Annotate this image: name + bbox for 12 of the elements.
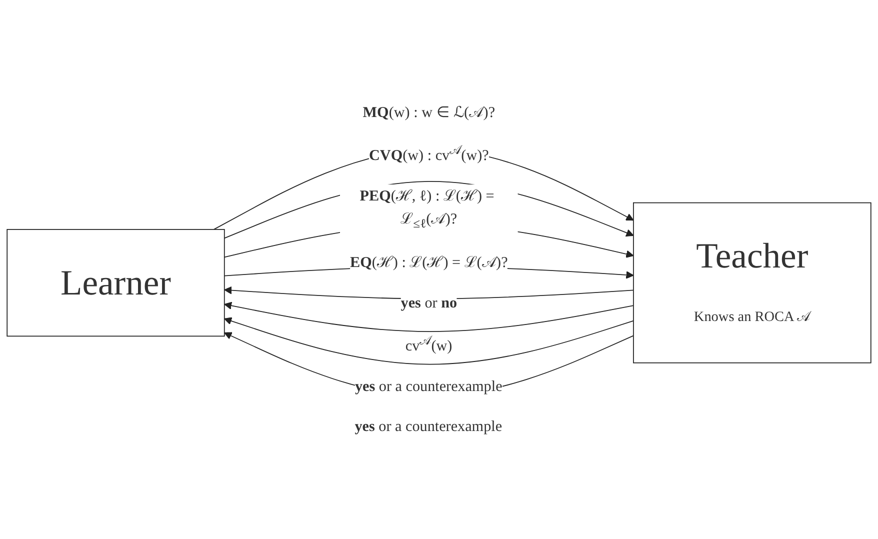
edge-label: yes or a counterexample — [354, 378, 502, 394]
edge-label: cv$^{𝒜}$(w) — [405, 334, 452, 354]
node-box: Teacher Knows an ROCA 𝒜 — [633, 202, 872, 364]
edge-label: CVQ(w) : cv$^{𝒜}$(w)? — [368, 143, 489, 164]
edge-label: yes or a counterexample — [354, 418, 502, 435]
arrow — [224, 317, 634, 365]
edge-label: EQ(ℋ) : ℒ(ℋ) = ℒ(𝒜)? — [350, 254, 508, 271]
edge-label: PEQ(ℋ, ℓ) : ℒ(ℋ) = ℒ$_{≤ℓ}$(𝒜)? — [360, 187, 494, 231]
edge-label: yes or no — [400, 294, 458, 312]
edge-label: MQ(w) : w ∈ ℒ(𝒜)? — [362, 104, 496, 121]
arrow — [224, 302, 634, 332]
node-box: Learner — [6, 229, 225, 337]
